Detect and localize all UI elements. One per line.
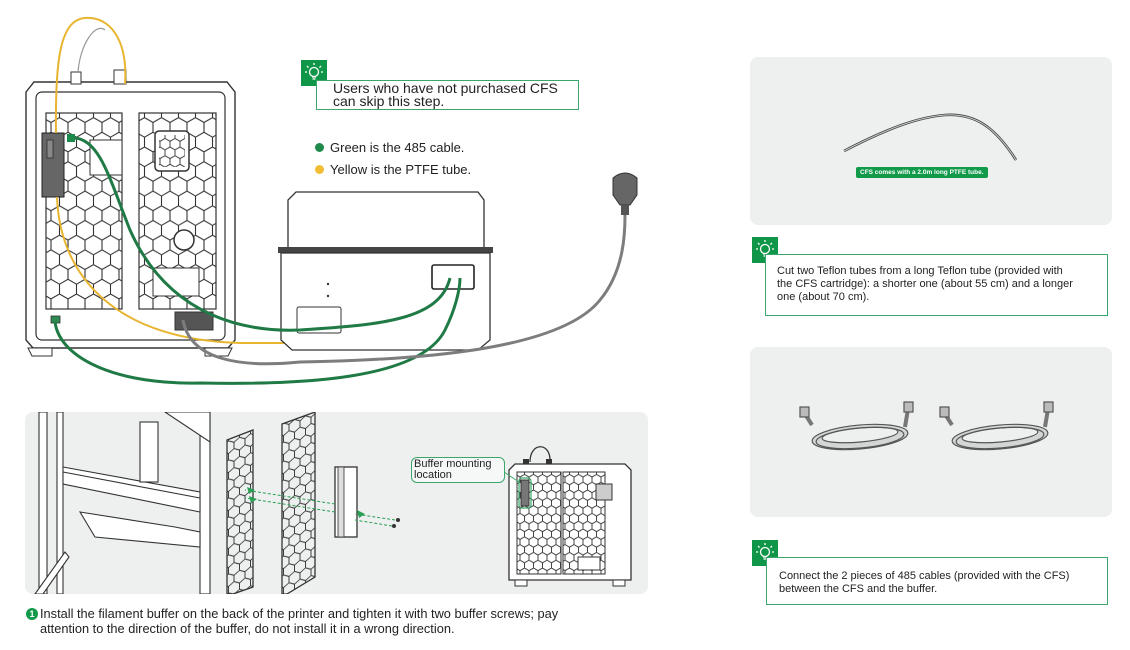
power-cable-path (181, 214, 627, 366)
ptfe-tube-icon (843, 113, 1018, 161)
cables-485-panel (750, 347, 1112, 517)
install-illustration (34, 412, 632, 594)
yellow-dot-icon (315, 164, 324, 174)
tip-cut-tubes: Cut two Teflon tubes from a long Teflon … (765, 254, 1108, 316)
legend-item-ptfe-tube: Yellow is the PTFE tube. (315, 158, 471, 180)
step-number-badge: 1 (26, 608, 38, 620)
cable-485-path (53, 277, 462, 385)
step-instruction: Install the filament buffer on the back … (40, 606, 559, 636)
install-buffer-panel (25, 412, 648, 594)
cable-485-path (74, 136, 452, 332)
printer-mini-view (494, 446, 632, 587)
buffer-mounting-callout: Buffer mounting location (411, 457, 505, 483)
ptfe-tube-path (56, 196, 385, 344)
cable-485-coil-icon (799, 401, 914, 451)
ptfe-tube-path (54, 16, 127, 134)
cable-485-coil-icon (939, 401, 1054, 451)
wiring-diagram (25, 16, 638, 385)
cable-485-coil-icons (799, 401, 1054, 451)
tip-skip-step: Users who have not purchased CFS can ski… (316, 80, 579, 110)
ptfe-tube-panel: CFS comes with a 2.0m long PTFE tube. (750, 57, 1112, 225)
cable-legend: Green is the 485 cable. Yellow is the PT… (315, 136, 471, 180)
ptfe-length-badge: CFS comes with a 2.0m long PTFE tube. (856, 167, 988, 178)
legend-item-485-cable: Green is the 485 cable. (315, 136, 471, 158)
power-plug-icon (612, 172, 638, 215)
printer-back-view (25, 69, 236, 357)
tip-connect-cables: Connect the 2 pieces of 485 cables (prov… (766, 557, 1108, 605)
cfs-unit (278, 191, 493, 351)
green-dot-icon (315, 142, 324, 152)
